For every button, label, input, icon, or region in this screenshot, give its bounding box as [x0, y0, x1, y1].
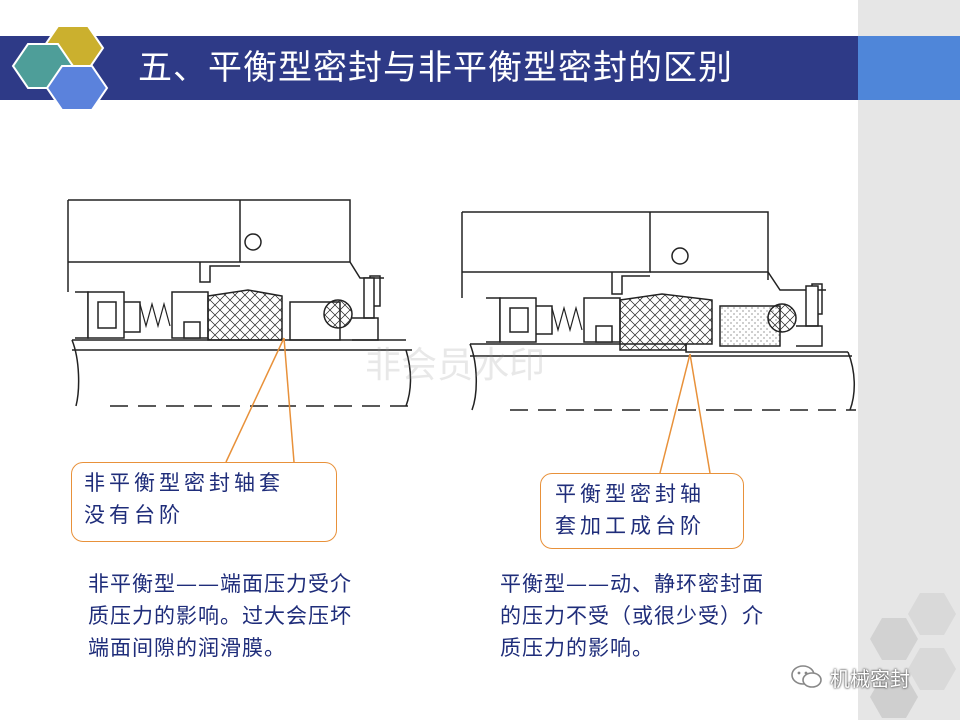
description-balanced-line1: 平衡型——动、静环密封面 — [500, 572, 764, 596]
description-unbalanced: 非平衡型——端面压力受介 质压力的影响。过大会压坏 端面间隙的润滑膜。 — [88, 568, 428, 664]
seal-diagrams — [67, 199, 856, 474]
callout-balanced-line1: 平衡型密封轴 — [555, 482, 705, 506]
description-unbalanced-line1: 非平衡型——端面压力受介 — [88, 572, 352, 596]
hexagon-blue-icon — [45, 65, 109, 111]
hexagon-decor — [870, 593, 956, 718]
page-title: 五、平衡型密封与非平衡型密封的区别 — [138, 48, 733, 88]
description-balanced-line3: 质压力的影响。 — [500, 636, 654, 660]
wechat-icon — [791, 665, 822, 688]
callout-balanced-line2: 套加工成台阶 — [555, 514, 705, 538]
callout-unbalanced-line1: 非平衡型密封轴套 — [84, 471, 284, 495]
title-bar — [0, 36, 858, 100]
description-balanced: 平衡型——动、静环密封面 的压力不受（或很少受）介 质压力的影响。 — [500, 568, 830, 664]
description-unbalanced-line2: 质压力的影响。过大会压坏 — [88, 604, 352, 628]
callout-unbalanced: 非平衡型密封轴套 没有台阶 — [71, 462, 337, 542]
balanced-seal-drawing — [461, 211, 856, 411]
callout-unbalanced-line2: 没有台阶 — [84, 503, 184, 527]
description-unbalanced-line3: 端面间隙的润滑膜。 — [88, 636, 286, 660]
watermark: 非会员水印 — [365, 345, 546, 386]
hexagon-logo — [11, 25, 109, 111]
brand-text: 机械密封 — [830, 666, 910, 691]
right-decor-strip — [858, 0, 960, 720]
callout-balanced: 平衡型密封轴 套加工成台阶 — [540, 473, 744, 549]
description-balanced-line2: 的压力不受（或很少受）介 — [500, 604, 764, 628]
unbalanced-seal-drawing — [67, 199, 412, 407]
title-accent — [858, 36, 960, 100]
brand-watermark: 机械密封 — [790, 662, 910, 692]
leader-lines — [225, 337, 711, 474]
